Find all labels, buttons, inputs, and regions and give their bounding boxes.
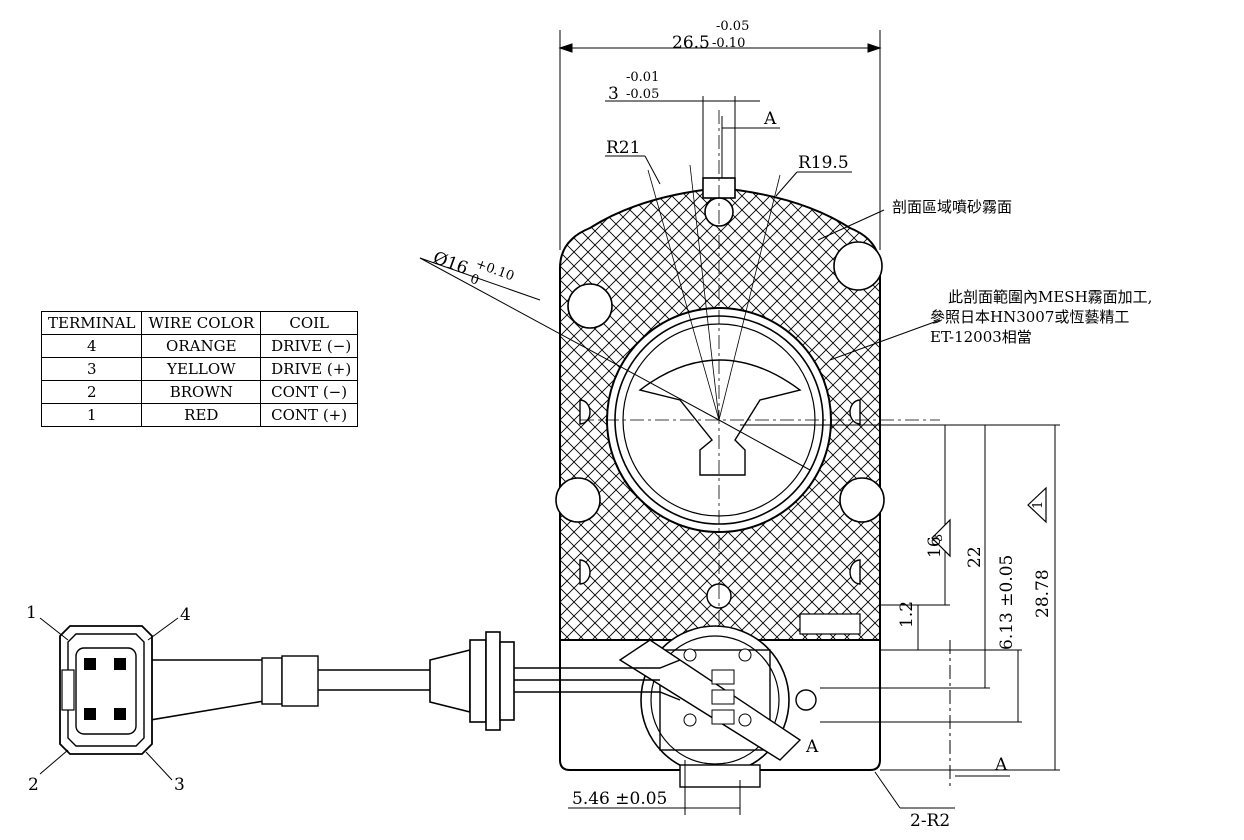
dim-width-tol-lower: -0.10 (712, 36, 745, 51)
cell-wire-color: BROWN (141, 380, 262, 404)
cell-coil: CONT (−) (260, 380, 359, 404)
cell-wire-color: ORANGE (141, 334, 262, 358)
rev-3-label: 3 (931, 534, 946, 542)
lens (419, 110, 940, 640)
dim-22: 22 (965, 546, 985, 568)
hole-tr (833, 241, 883, 291)
dim-corner-radius: 2-R2 (910, 811, 950, 831)
cell-wire-color: RED (141, 403, 262, 427)
hole-ml (555, 477, 601, 523)
rev-triangle-3 (931, 518, 951, 558)
notch-l2 (579, 559, 591, 585)
notch-r1 (849, 399, 861, 425)
terminal-table: TERMINAL WIRE COLOR COIL 4 ORANGE DRIVE … (40, 311, 359, 427)
dimension-lines (419, 30, 1060, 815)
cell-coil: CONT (+) (260, 403, 359, 427)
cell-wire-color: YELLOW (141, 357, 262, 381)
dim-28-78: 28.78 (1033, 569, 1053, 618)
pin-1-label: 1 (26, 603, 37, 623)
dim-slot-tol-upper: -0.01 (626, 70, 659, 85)
dim-1-2: 1.2 (897, 601, 917, 628)
note-mesh-line3: ET-12003相當 (930, 328, 1032, 346)
dim-width-tol-upper: -0.05 (716, 19, 749, 34)
connector (39, 617, 179, 781)
table-header-row: TERMINAL WIRE COLOR COIL (40, 311, 359, 335)
pin-2-label: 2 (28, 775, 39, 795)
notch-r2 (849, 559, 861, 585)
cell-coil: DRIVE (−) (260, 334, 359, 358)
dim-width: 26.5 (672, 33, 710, 53)
dim-r19-5: R19.5 (798, 153, 849, 173)
header-terminal: TERMINAL (40, 311, 143, 335)
hole-mr (839, 477, 885, 523)
rev-triangle-1 (1027, 486, 1047, 524)
dim-5-46: 5.46 ±0.05 (572, 789, 667, 809)
cell-terminal: 4 (40, 334, 143, 358)
table-row: 2 BROWN CONT (−) (40, 380, 359, 404)
cell-terminal: 3 (40, 357, 143, 381)
dim-diameter-tol-lower: 0 (468, 272, 481, 289)
dim-slot-tol-lower: -0.05 (626, 87, 659, 102)
note-blasting: 剖面區域噴砂霧面 (892, 198, 1012, 216)
dim-6-13: 6.13 ±0.05 (997, 555, 1017, 650)
pin-3-label: 3 (174, 775, 185, 795)
dim-slot: 3 (608, 84, 619, 104)
cable (149, 631, 681, 731)
rev-1-label: 1 (1031, 501, 1046, 509)
table-row: 1 RED CONT (+) (40, 403, 359, 427)
cell-terminal: 1 (40, 403, 143, 427)
table-row: 4 ORANGE DRIVE (−) (40, 334, 359, 358)
note-mesh-line2: 參照日本HN3007或恆藝精工 (930, 308, 1129, 326)
cell-terminal: 2 (40, 380, 143, 404)
section-label-a-mid: A (805, 737, 819, 757)
hole-tl (567, 283, 613, 329)
header-coil: COIL (260, 311, 359, 335)
note-mesh-line1: 此剖面範圍內MESH霧面加工, (948, 288, 1152, 306)
dim-r21: R21 (606, 138, 640, 158)
section-label-a-bottom: A (994, 755, 1008, 775)
table-row: 3 YELLOW DRIVE (+) (40, 357, 359, 381)
notch-l1 (579, 399, 591, 425)
cell-coil: DRIVE (+) (260, 357, 359, 381)
mechanism (618, 613, 861, 788)
pin-4-label: 4 (180, 605, 191, 625)
section-label-a-top: A (763, 109, 777, 129)
dim-16: 16 (925, 536, 945, 558)
dim-diameter-tol-upper: +0.10 (474, 257, 517, 285)
header-wire-color: WIRE COLOR (141, 311, 262, 335)
